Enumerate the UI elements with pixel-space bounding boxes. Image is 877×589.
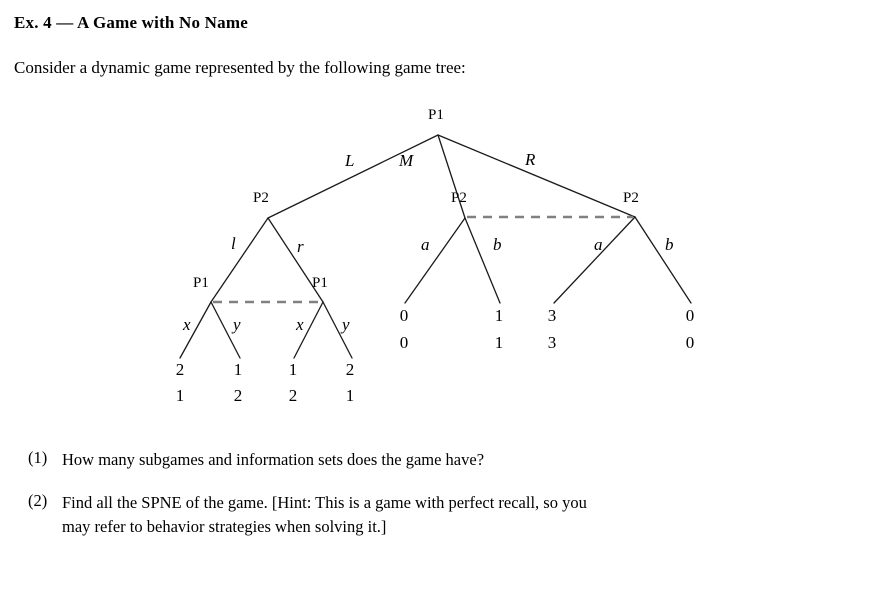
game-tree-figure: P1 P2 P2 P2 P1 P1 L M R l r x y x y a b …: [0, 95, 877, 425]
action-label-a-right: a: [594, 235, 603, 254]
payoff-p2-right-1: 3: [547, 333, 557, 352]
action-label-y-first: y: [233, 315, 241, 334]
edge-leftP2-r: [267, 217, 324, 303]
payoff-p1-right-1: 3: [547, 306, 557, 325]
edge-midP2-a: [404, 217, 466, 304]
payoff-p1-left-1: 2: [175, 360, 185, 379]
question-text-1-line-1: How many subgames and information sets d…: [62, 450, 485, 469]
action-label-r: r: [297, 237, 304, 256]
action-label-b-right: b: [665, 235, 674, 254]
payoff-p1-left-2: 1: [233, 360, 243, 379]
question-text-2-line-2: may refer to behavior strategies when so…: [62, 516, 387, 536]
node-label-middle-p2: P2: [451, 190, 467, 206]
node-label-left-p1-second: P1: [312, 275, 328, 291]
question-item-1: (1) How many subgames and information se…: [0, 448, 877, 472]
action-label-L: L: [345, 151, 355, 170]
question-item-2: (2) Find all the SPNE of the game. [Hint…: [0, 491, 877, 539]
intro-text: Consider a dynamic game represented by t…: [14, 58, 466, 77]
payoff-p1-middle-2: 1: [494, 306, 504, 325]
payoff-p2-right-2: 0: [685, 333, 695, 352]
questions-list: (1) How many subgames and information se…: [0, 448, 877, 558]
payoff-p1-left-3: 1: [288, 360, 298, 379]
edge-leftP2-l: [210, 217, 269, 303]
edge-rightP2-b: [634, 216, 692, 304]
node-label-root-p1: P1: [428, 107, 444, 123]
node-label-right-p2: P2: [623, 190, 639, 206]
action-label-b-middle: b: [493, 235, 502, 254]
payoff-p2-left-1: 1: [175, 386, 185, 405]
edge-leftP1a-x: [179, 301, 212, 359]
payoff-p1-right-2: 0: [685, 306, 695, 325]
payoff-p1-middle-1: 0: [399, 306, 409, 325]
edge-leftP1a-y: [210, 301, 241, 359]
action-label-a-middle: a: [421, 235, 430, 254]
action-label-x-second: x: [296, 315, 304, 334]
node-label-left-p1-first: P1: [193, 275, 209, 291]
payoff-p2-left-3: 2: [288, 386, 298, 405]
edge-root-M: [437, 134, 466, 219]
action-label-x-first: x: [183, 315, 191, 334]
payoff-p2-middle-1: 0: [399, 333, 409, 352]
action-label-M: M: [399, 151, 414, 170]
edge-root-L: [267, 134, 439, 219]
payoff-p2-middle-2: 1: [494, 333, 504, 352]
game-tree-edges: [179, 134, 692, 359]
payoff-p1-left-4: 2: [345, 360, 355, 379]
edge-midP2-b: [464, 217, 501, 304]
edge-leftP1b-y: [322, 301, 353, 359]
page-title: Ex. 4 — A Game with No Name: [14, 13, 248, 32]
payoff-p2-left-4: 1: [345, 386, 355, 405]
payoff-p2-left-2: 2: [233, 386, 243, 405]
edge-leftP1b-x: [293, 301, 324, 359]
action-label-l: l: [231, 234, 236, 253]
action-label-R: R: [525, 150, 536, 169]
edge-root-R: [437, 134, 636, 218]
question-number-1: (1): [28, 448, 48, 467]
question-number-2: (2): [28, 490, 48, 510]
edge-rightP2-a: [553, 216, 636, 304]
action-label-y-second: y: [342, 315, 350, 334]
node-label-left-p2: P2: [253, 190, 269, 206]
question-text-2-line-1: Find all the SPNE of the game. [Hint: Th…: [62, 492, 587, 512]
